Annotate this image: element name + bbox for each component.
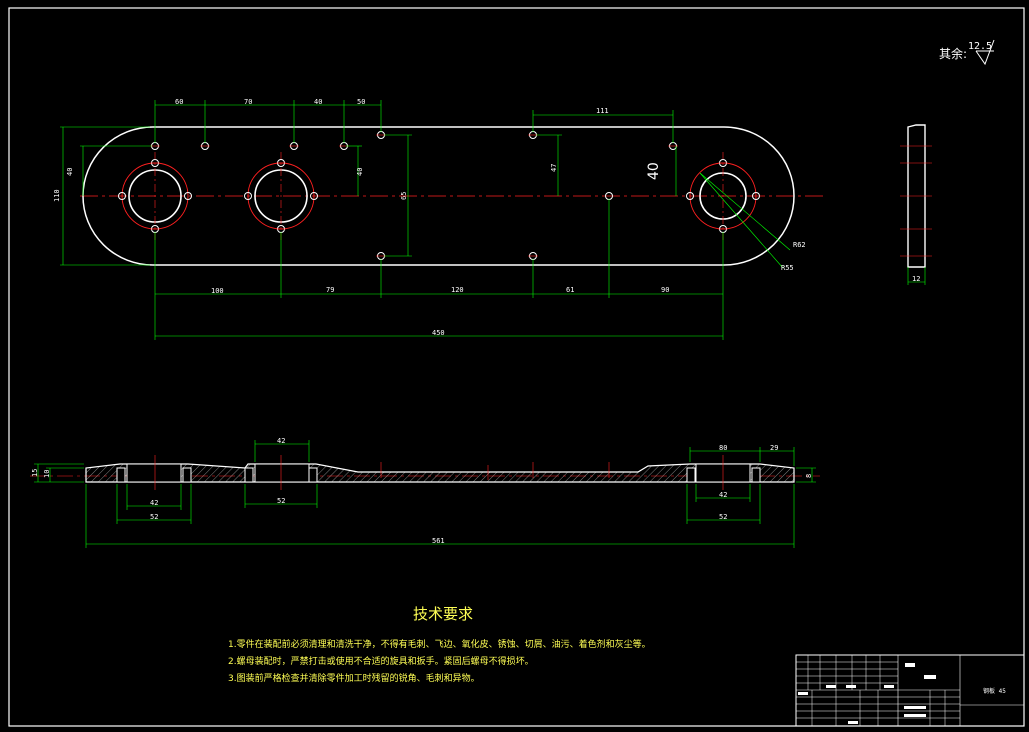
section-view: 42 52 42 52 42 52 80 29 561 15 10 8 — [30, 437, 820, 548]
dim-90: 90 — [661, 286, 669, 294]
dim-42-right: 42 — [719, 491, 727, 499]
dim-40-mid: 40 — [356, 168, 364, 176]
dim-40-top: 40 — [314, 98, 322, 106]
dim-65: 65 — [400, 192, 408, 200]
top-view: 60 70 40 50 111 40 47 40 40 110 65 R62 R… — [53, 98, 826, 340]
dim-61: 61 — [566, 286, 574, 294]
section-dimension-lines — [34, 440, 816, 548]
roughness-check-icon — [975, 39, 995, 66]
dim-10: 10 — [43, 470, 51, 478]
dim-120: 120 — [451, 286, 464, 294]
roughness-symbol: 其余: 12.5 — [939, 39, 995, 66]
tech-title: 技术要求 — [413, 605, 473, 623]
dim-52-mid: 52 — [277, 497, 285, 505]
dim-29: 29 — [770, 444, 778, 452]
dim-80: 80 — [719, 444, 727, 452]
tech-note-3: 3.图装前严格检查并清除零件加工时残留的锐角、毛刺和异物。 — [228, 672, 480, 684]
roughness-label: 其余: — [939, 46, 967, 61]
dim-r55: R55 — [781, 264, 794, 272]
dim-40-large: 40 — [646, 162, 662, 180]
dim-561: 561 — [432, 537, 445, 545]
dim-111: 111 — [596, 107, 609, 115]
roughness-value: 12.5 — [968, 41, 992, 52]
tech-note-1: 1.零件在装配前必须清理和清洗干净，不得有毛刺、飞边、氧化皮、锈蚀、切屑、油污、… — [228, 638, 651, 650]
dim-15: 15 — [31, 469, 39, 477]
top-dimension-lines — [60, 100, 791, 340]
plate-outline — [82, 126, 795, 266]
title-block — [795, 654, 1025, 727]
small-hole-centers — [150, 134, 728, 257]
dim-79: 79 — [326, 286, 334, 294]
title-block-material: 钢板 45 — [983, 687, 1006, 695]
dim-50: 50 — [357, 98, 365, 106]
side-view: 12 — [900, 124, 932, 285]
dim-12: 12 — [912, 275, 920, 283]
large-hole-3 — [689, 152, 757, 240]
dim-52-left: 52 — [150, 513, 158, 521]
dim-450: 450 — [432, 329, 445, 337]
dim-r62: R62 — [793, 241, 806, 249]
dim-70: 70 — [244, 98, 252, 106]
dim-42-mid: 42 — [277, 437, 285, 445]
dim-47: 47 — [550, 164, 558, 172]
dim-40-left: 40 — [66, 168, 74, 176]
dim-100: 100 — [211, 287, 224, 295]
small-holes — [118, 131, 760, 260]
tech-note-2: 2.螺母装配时，严禁打击或使用不合适的旋具和扳手。紧固后螺母不得损坏。 — [228, 655, 534, 667]
drawing-frame — [8, 7, 1025, 727]
dim-8: 8 — [805, 474, 813, 478]
dim-110: 110 — [53, 189, 61, 202]
dim-52-right: 52 — [719, 513, 727, 521]
tech-requirements: 技术要求 1.零件在装配前必须清理和清洗干净，不得有毛刺、飞边、氧化皮、锈蚀、切… — [228, 605, 651, 684]
dim-60: 60 — [175, 98, 183, 106]
dim-42-left: 42 — [150, 499, 158, 507]
